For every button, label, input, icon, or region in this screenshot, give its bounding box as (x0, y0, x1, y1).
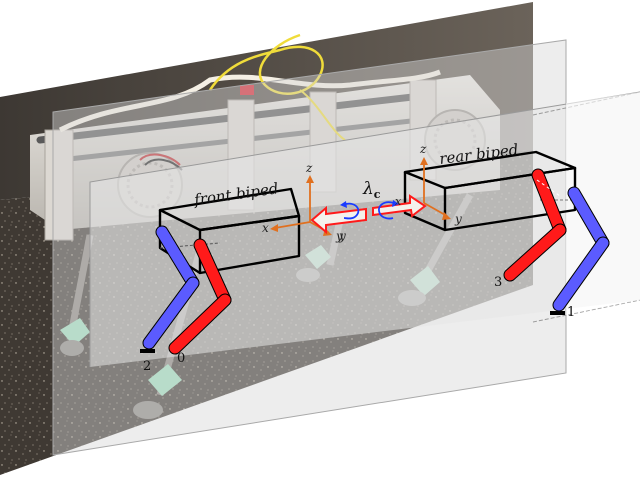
rotation-arrow-right-icon (378, 201, 395, 220)
coupling-constraint (310, 194, 427, 235)
coupling-y-axis-label: y (338, 229, 346, 243)
front-legs (140, 225, 232, 355)
leg-2-foot-contact (140, 349, 155, 353)
leg-0-red (168, 238, 232, 355)
rotation-arrow-left-icon (343, 202, 360, 220)
red-connector (240, 85, 254, 95)
leg-2-blue (140, 225, 200, 353)
leg-1-label: 1 (567, 305, 575, 320)
leg-3-label: 3 (494, 275, 502, 290)
coupling-lambda-label: λc (362, 179, 381, 201)
leg-2-label: 2 (143, 359, 151, 374)
front-z-axis-label: z (305, 161, 313, 175)
leg-0-label: 0 (177, 351, 185, 366)
rear-legs (503, 168, 610, 315)
coupling-x-axis-label: x (395, 195, 402, 208)
rear-coordinate-frame (420, 157, 451, 220)
leg-3-red (503, 168, 567, 282)
leg-1-blue (550, 186, 610, 315)
rear-z-axis-label: z (419, 142, 427, 156)
front-x-axis-label: x (262, 221, 269, 235)
front-y-axis-label: y (335, 229, 343, 243)
leg-1-foot-contact (550, 311, 565, 315)
coupling-arrow-left (310, 205, 367, 235)
rear-y-axis-label: y (454, 212, 462, 226)
